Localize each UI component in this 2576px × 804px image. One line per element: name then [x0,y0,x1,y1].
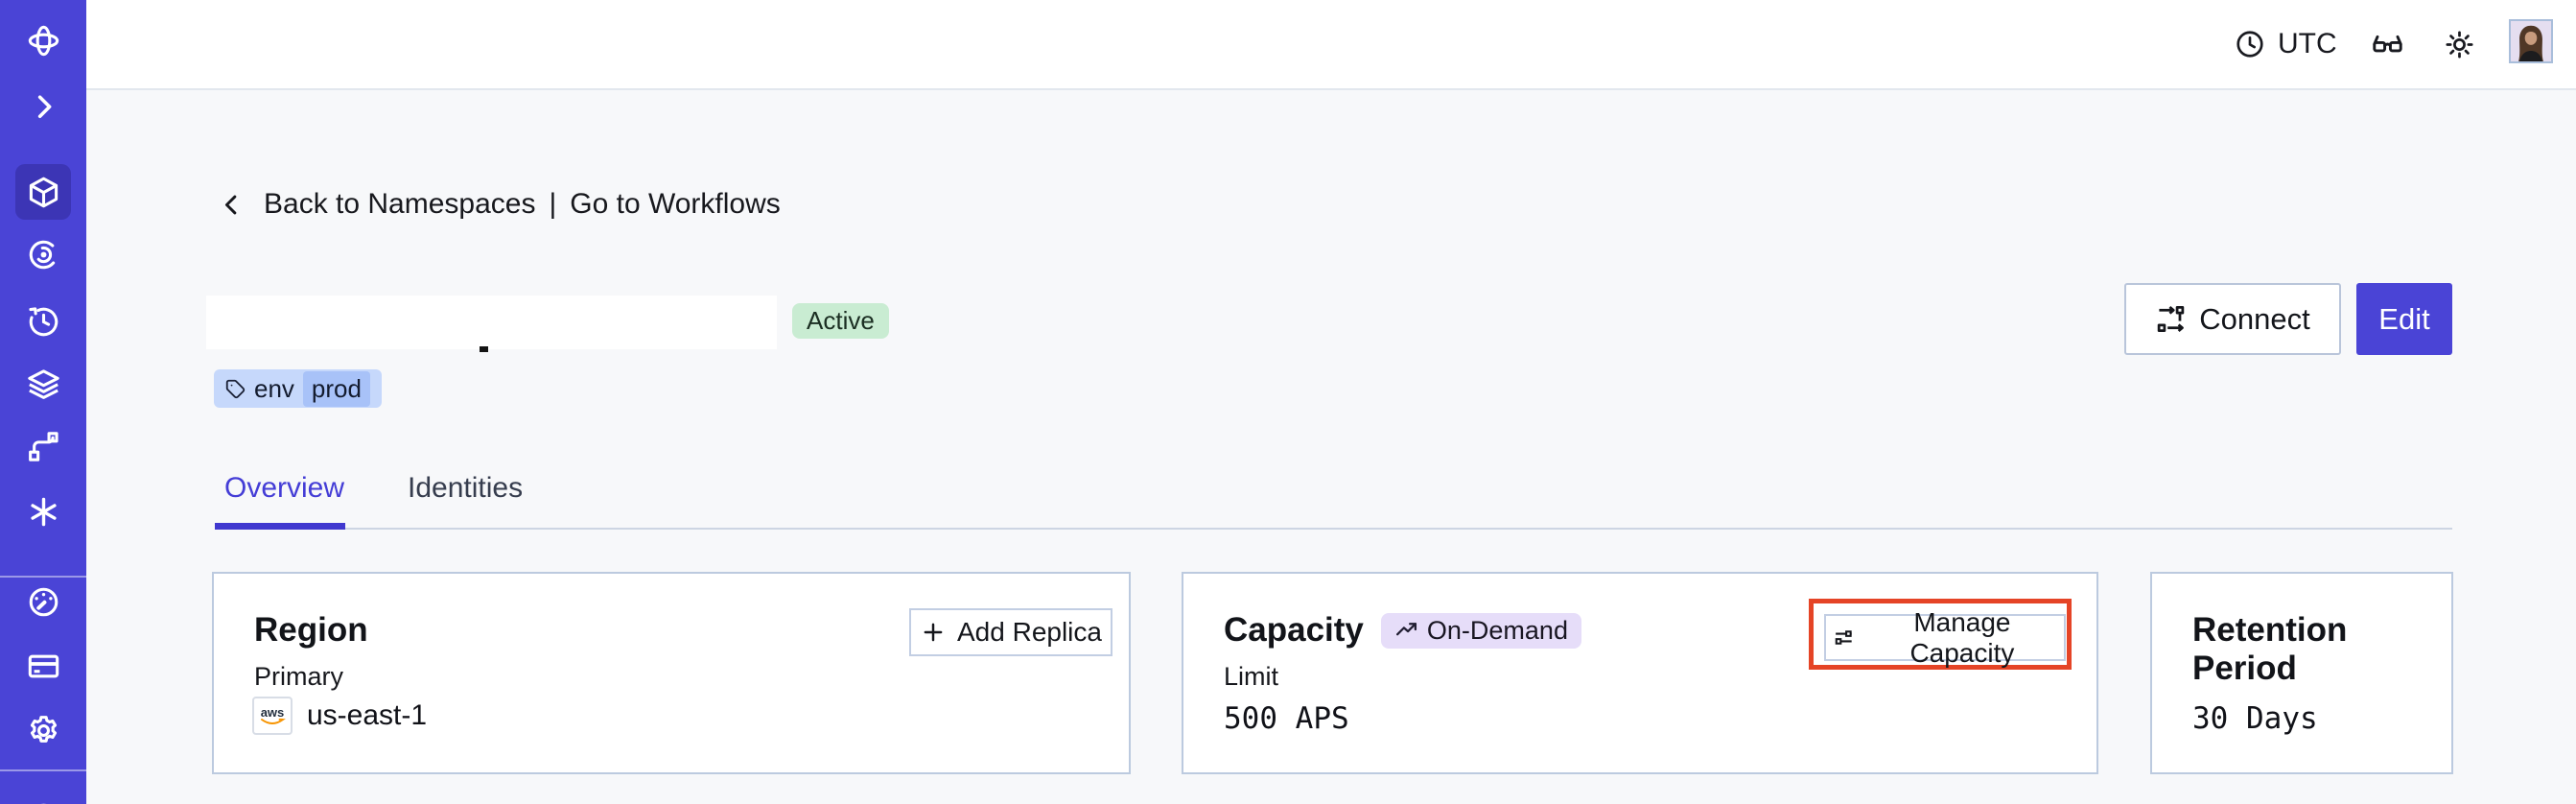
capacity-title-text: Capacity [1224,611,1364,649]
settings-gear-icon [30,715,57,743]
schedules-clock-icon [28,306,58,336]
tag-value: prod [302,370,370,407]
temporal-logo[interactable] [0,12,86,68]
timezone-label: UTC [2278,28,2337,59]
billing-card-icon [28,654,59,677]
sidebar-item-settings[interactable] [0,702,86,758]
breadcrumb-separator: | [549,188,557,220]
capacity-card-title: Capacity On-Demand [1224,611,1581,650]
region-primary-label: Primary [254,662,343,691]
aws-logo: aws [252,697,293,735]
namespace-title-redacted [206,296,777,349]
sliders-icon [1835,630,1852,645]
region-card: Region Add Replica Primary aws us-east-1 [212,572,1131,774]
namespace-tag: env prod [214,369,382,408]
retention-value: 30 Days [2192,701,2318,736]
tag-icon [225,379,246,398]
sidebar-item-monitor[interactable] [0,226,86,282]
retention-card-title: Retention Period [2192,611,2348,687]
tab-baseline [215,528,2452,530]
sidebar-item-billing[interactable] [0,638,86,694]
workflow-connect-icon [2158,305,2185,333]
edit-button[interactable]: Edit [2356,283,2452,355]
timezone-selector[interactable]: UTC [2235,0,2337,88]
status-badge: Active [792,303,889,339]
capacity-card: Capacity On-Demand Manage Capacity Limit… [1182,572,2098,774]
sidebar-expand-chevron-icon[interactable] [0,78,86,133]
monitor-eye-icon [29,240,58,269]
manage-capacity-button[interactable]: Manage Capacity [1824,607,2066,668]
tab-bar: Overview Identities [215,472,532,505]
region-card-title: Region [254,611,368,649]
connect-button[interactable]: Connect [2124,283,2341,355]
svg-text:aws: aws [261,705,285,720]
avatar[interactable] [2509,19,2553,63]
sidebar-divider [0,769,86,771]
add-replica-label: Add Replica [957,617,1102,647]
on-demand-badge: On-Demand [1380,612,1581,649]
sidebar-item-deployments[interactable] [0,356,86,412]
sidebar-item-usage[interactable] [0,574,86,629]
breadcrumb: Back to Namespaces | Go to Workflows [219,188,781,221]
tag-key: env [254,373,294,403]
capacity-value: 500 APS [1224,701,1349,736]
capacity-limit-label: Limit [1224,662,1279,691]
sidebar-divider [0,576,86,578]
add-replica-button[interactable]: Add Replica [909,608,1112,656]
on-demand-label: On-Demand [1426,615,1568,645]
plus-icon [924,623,943,642]
sidebar-item-account[interactable] [0,790,86,804]
connect-button-label: Connect [2199,301,2310,336]
deployments-layers-icon [27,368,59,399]
trending-up-icon [1395,622,1417,635]
batch-branch-icon [28,431,59,461]
manage-capacity-label: Manage Capacity [1909,606,2015,668]
topbar: UTC [86,0,2576,90]
breadcrumb-back-link[interactable]: Back to Namespaces [264,188,536,220]
usage-gauge-icon [29,587,58,616]
sidebar-item-nexus[interactable] [0,484,86,539]
region-value: us-east-1 [307,699,428,731]
sidebar-item-batch[interactable] [0,418,86,474]
back-chevron-icon[interactable] [219,192,245,218]
tab-overview[interactable]: Overview [224,472,345,504]
sun-icon [2446,30,2473,59]
highlight-box: Manage Capacity [1809,599,2072,670]
retention-card: Retention Period 30 Days [2150,572,2453,774]
region-value-row: aws us-east-1 [252,697,427,735]
tab-identities[interactable]: Identities [408,472,524,504]
active-tab-underline [215,523,345,530]
account-partial-icon [38,803,48,804]
namespaces-cube-icon [29,177,58,207]
accessibility-toggle[interactable] [2371,0,2404,88]
breadcrumb-workflows-link[interactable]: Go to Workflows [570,188,781,220]
nexus-asterisk-icon [30,497,57,526]
namespace-title-artifact [480,346,488,352]
sidebar [0,0,86,804]
glasses-icon [2373,35,2402,52]
sidebar-item-schedules[interactable] [0,294,86,349]
clock-icon [2236,31,2263,58]
theme-toggle[interactable] [2444,0,2475,88]
sidebar-item-namespaces[interactable] [0,164,86,220]
